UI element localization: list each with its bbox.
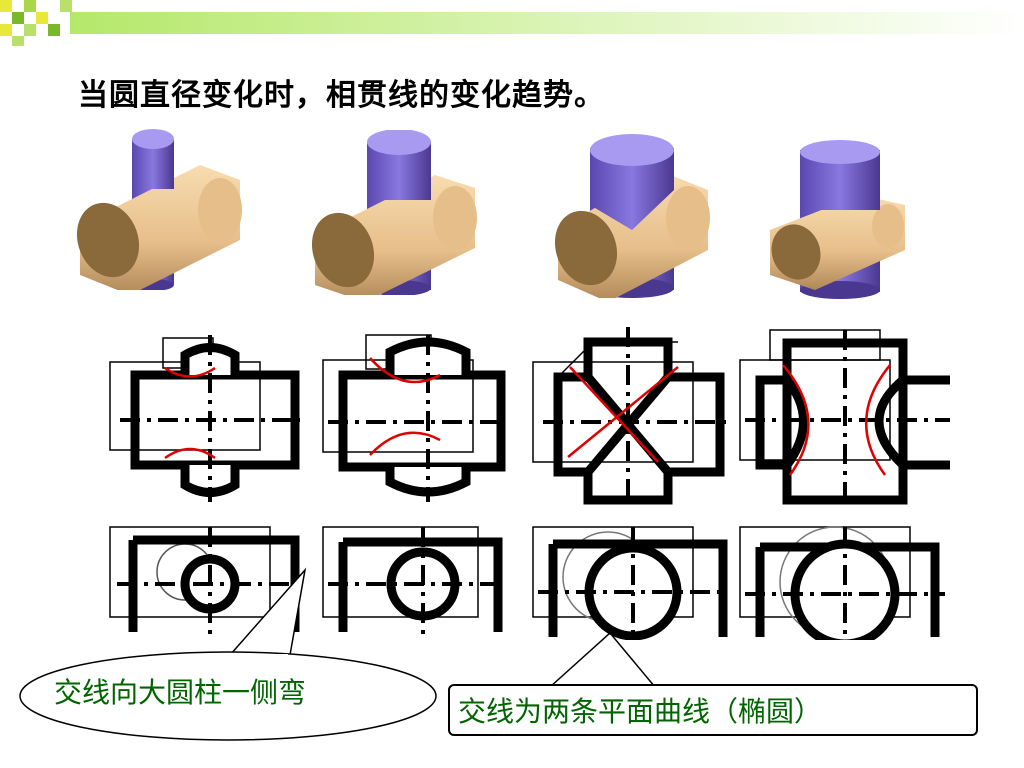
side-view-4 [739, 526, 945, 640]
callout-right-text: 交线为两条平面曲线（椭圆） [458, 695, 823, 728]
callout-left-text: 交线向大圆柱一侧弯 [54, 676, 307, 709]
callout-pointer-right [549, 631, 656, 688]
slide-title: 当圆直径变化时，相贯线的变化趋势。 [78, 78, 605, 113]
side-view-3 [532, 526, 728, 640]
model-3d-2 [311, 130, 477, 295]
front-view-4 [739, 329, 950, 507]
top-banner [0, 0, 1024, 46]
model-3d-4 [770, 140, 905, 299]
side-view-2 [322, 526, 503, 634]
side-view-1 [109, 526, 300, 634]
model-3d-3 [554, 134, 710, 298]
front-view-2 [322, 334, 506, 502]
front-view-1 [109, 335, 300, 502]
callout-box-right [448, 684, 978, 736]
model-3d-1 [76, 129, 242, 290]
callout-bubble-left [19, 567, 437, 741]
front-view-3 [532, 327, 726, 505]
